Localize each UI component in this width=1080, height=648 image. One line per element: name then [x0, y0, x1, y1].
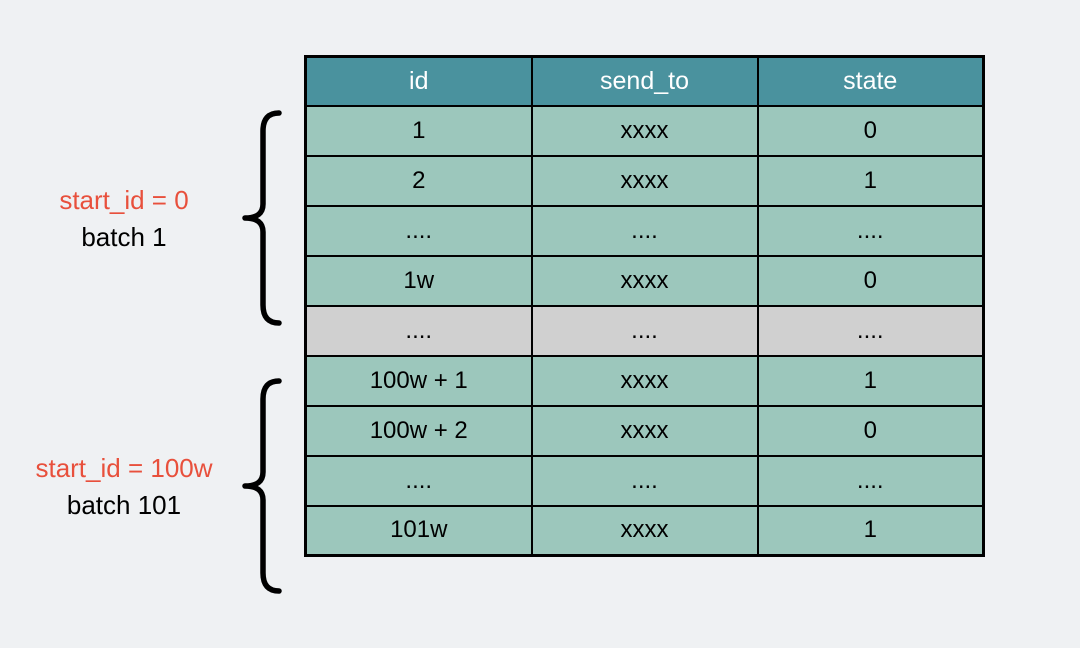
- table-cell: xxxx: [530, 254, 759, 307]
- table-cell: ....: [304, 454, 533, 507]
- table-cell: 0: [756, 254, 985, 307]
- column-header-send_to: send_to: [530, 55, 759, 107]
- table-cell: 0: [756, 404, 985, 457]
- table-cell: ....: [756, 454, 985, 507]
- table-cell: xxxx: [530, 354, 759, 407]
- table-cell: 1: [756, 354, 985, 407]
- table-cell: 0: [756, 104, 985, 157]
- table-cell: ....: [530, 454, 759, 507]
- table-cell: ....: [530, 304, 759, 357]
- table-cell: xxxx: [530, 154, 759, 207]
- table-cell: ....: [304, 204, 533, 257]
- table-cell: 100w + 2: [304, 404, 533, 457]
- table-cell: xxxx: [530, 104, 759, 157]
- table-row: ............: [304, 454, 985, 507]
- table-cell: 1w: [304, 254, 533, 307]
- table-cell: xxxx: [530, 504, 759, 557]
- start-id-0-label: start_id = 0: [59, 185, 189, 215]
- table-cell: 100w + 1: [304, 354, 533, 407]
- start-id-100w-label: start_id = 100w: [35, 453, 213, 483]
- batch-101-label: batch 101: [66, 490, 182, 520]
- table-row: ............: [304, 304, 985, 357]
- curly-brace-batch-101-icon: [242, 378, 282, 594]
- table-cell: ....: [756, 204, 985, 257]
- batch-1-annotation: start_id = 0 batch 1: [28, 182, 220, 256]
- table-cell: 1: [304, 104, 533, 157]
- curly-brace-batch-1-icon: [242, 110, 282, 326]
- column-header-state: state: [756, 55, 985, 107]
- table-cell: ....: [756, 304, 985, 357]
- batch-1-label: batch 1: [81, 222, 167, 252]
- table-cell: ....: [304, 304, 533, 357]
- column-header-id: id: [304, 55, 533, 107]
- table-cell: ....: [530, 204, 759, 257]
- table-cell: xxxx: [530, 404, 759, 457]
- batch-101-annotation: start_id = 100w batch 101: [10, 450, 238, 524]
- table-cell: 101w: [304, 504, 533, 557]
- table-cell: 1: [756, 154, 985, 207]
- table-row: ............: [304, 204, 985, 257]
- table-cell: 2: [304, 154, 533, 207]
- table-cell: 1: [756, 504, 985, 557]
